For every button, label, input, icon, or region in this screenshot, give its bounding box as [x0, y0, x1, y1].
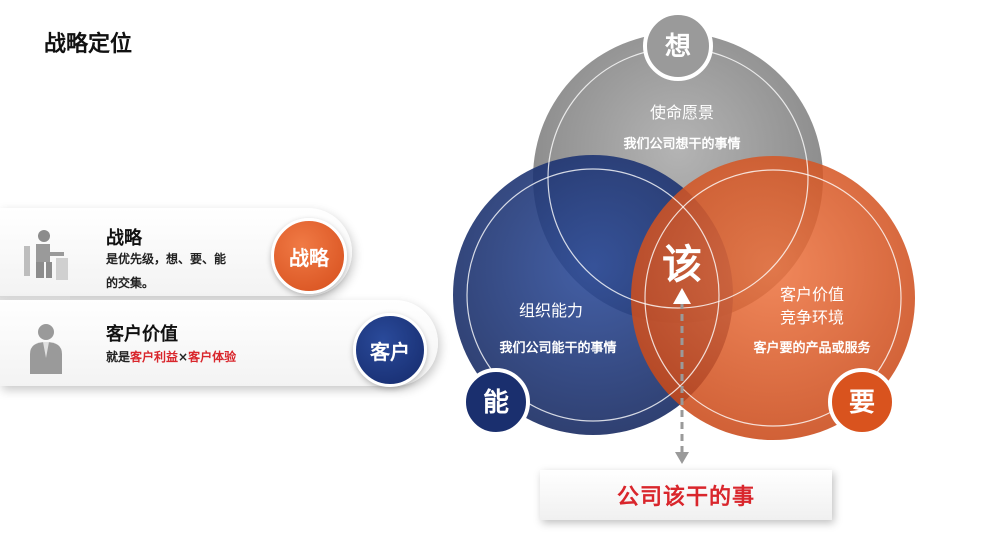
strategy-desc-line2: 的交集。: [106, 276, 155, 290]
page-title: 战略定位: [44, 32, 133, 57]
top-badge-text: 想: [665, 32, 691, 62]
top-subtitle: 使命愿景: [650, 103, 714, 122]
right-badge-text: 要: [849, 388, 875, 418]
strategy-title: 战略: [106, 228, 142, 249]
times-sign: ×: [178, 350, 189, 364]
customer-benefit-text: 客户利益: [130, 350, 179, 364]
strategy-badge: 战略: [271, 218, 347, 294]
customer-desc: 就是客户利益×客户体验: [106, 346, 236, 368]
left-main: 我们公司能干的事情: [499, 340, 616, 356]
right-circle: [631, 156, 915, 440]
left-badge-circle: [462, 368, 530, 436]
customer-badge: 客户: [353, 313, 427, 387]
customer-title: 客户价值: [106, 324, 178, 345]
right-main: 客户要的产品或服务: [753, 340, 871, 356]
arrow-down-head: [675, 452, 689, 464]
top-main: 我们公司想干的事情: [623, 136, 740, 152]
right-badge-circle: [828, 368, 896, 436]
right-subtitle-line1: 客户价值: [780, 285, 844, 304]
result-box: 公司该干的事: [540, 470, 832, 520]
businessman-icon: [30, 324, 62, 374]
top-badge-circle: [643, 11, 713, 81]
customer-experience-text: 客户体验: [188, 350, 237, 364]
center-label: 该: [662, 242, 702, 288]
person-at-desk-icon: [24, 230, 68, 280]
left-badge-text: 能: [483, 387, 509, 418]
right-subtitle-line2: 竞争环境: [780, 308, 844, 327]
strategy-desc-line1: 是优先级，想、要、能: [106, 252, 227, 266]
customer-desc-prefix: 就是: [106, 350, 131, 364]
arrow-up-head: [673, 288, 691, 304]
left-subtitle: 组织能力: [519, 301, 583, 320]
